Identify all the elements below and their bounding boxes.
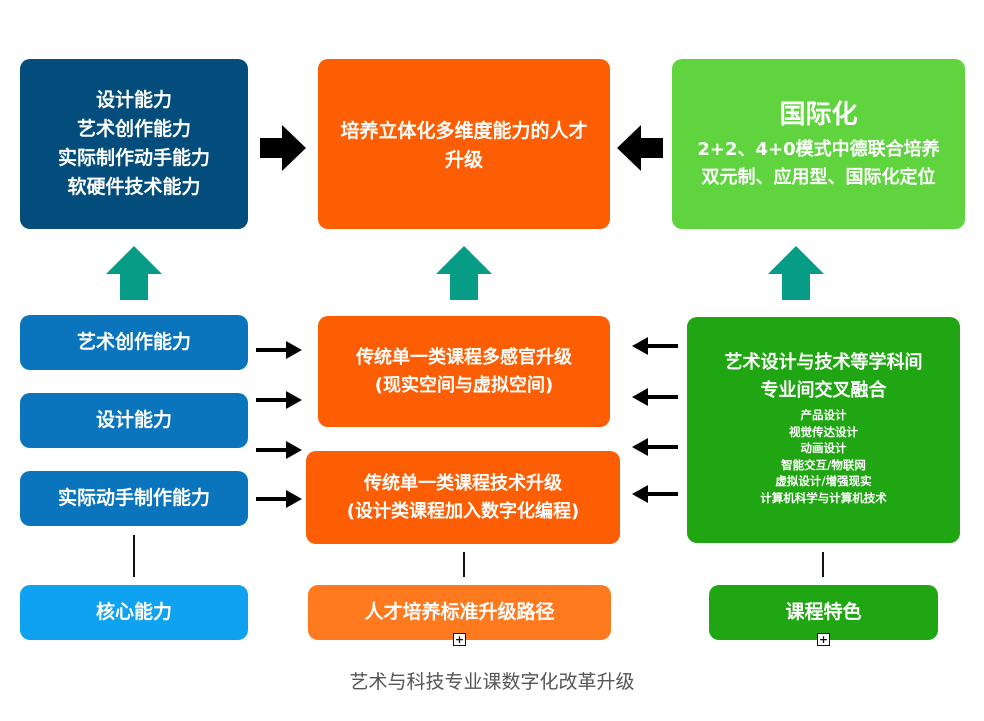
internationalization-line: 2+2、4+0模式中德联合培养 bbox=[697, 139, 940, 160]
talent-goal-line: 升级 bbox=[444, 149, 483, 171]
up-arrow-icon bbox=[768, 246, 824, 300]
ability-label: 实际动手制作能力 bbox=[57, 487, 210, 509]
core-abilities-label: 核心能力 bbox=[20, 585, 248, 640]
ability-box-hands-on: 实际动手制作能力 bbox=[20, 471, 248, 526]
talent-goal-box: 培养立体化多维度能力的人才 升级 bbox=[318, 59, 610, 229]
interdisciplinary-title: 艺术设计与技术等学科间 bbox=[724, 352, 923, 373]
left-arrow-icon bbox=[632, 337, 678, 355]
ability-label: 艺术创作能力 bbox=[76, 331, 191, 353]
label-text: 核心能力 bbox=[95, 601, 172, 623]
discipline-item: 虚拟设计/增强现实 bbox=[775, 474, 872, 488]
core-ability-line: 软硬件技术能力 bbox=[67, 176, 201, 198]
internationalization-box: 国际化 2+2、4+0模式中德联合培养 双元制、应用型、国际化定位 bbox=[672, 59, 965, 229]
ability-label: 设计能力 bbox=[95, 409, 172, 431]
expand-icon[interactable]: + bbox=[453, 633, 466, 646]
right-arrow-icon bbox=[260, 125, 306, 171]
discipline-item: 视觉传达设计 bbox=[789, 424, 858, 439]
internationalization-title: 国际化 bbox=[779, 100, 858, 130]
left-arrow-icon bbox=[632, 438, 678, 456]
label-text: 课程特色 bbox=[785, 601, 862, 623]
left-arrow-icon bbox=[617, 125, 663, 171]
discipline-item: 计算机科学与计算机技术 bbox=[760, 490, 887, 505]
discipline-item: 智能交互/物联网 bbox=[781, 457, 866, 472]
course-upgrade-line: 传统单一类课程技术升级 bbox=[364, 472, 562, 494]
expand-icon[interactable]: + bbox=[817, 633, 830, 646]
connector-line bbox=[463, 552, 465, 577]
course-upgrade-line: (现实空间与虚拟空间) bbox=[374, 374, 554, 396]
discipline-item: 动画设计 bbox=[800, 441, 847, 455]
interdisciplinary-box: 艺术设计与技术等学科间 专业间交叉融合 产品设计 视觉传达设计 动画设计 智能交… bbox=[687, 317, 960, 543]
upgrade-path-label: 人才培养标准升级路径 bbox=[308, 585, 611, 640]
label-text: 人才培养标准升级路径 bbox=[364, 601, 555, 623]
figure-caption: 艺术与科技专业课数字化改革升级 bbox=[349, 671, 635, 693]
course-features-label: 课程特色 bbox=[709, 585, 938, 640]
ability-box-design: 设计能力 bbox=[20, 393, 248, 448]
right-arrow-icon bbox=[256, 490, 302, 508]
right-arrow-icon bbox=[256, 341, 302, 359]
course-upgrade-line: (设计类课程加入数字化编程) bbox=[346, 500, 580, 522]
left-arrow-icon bbox=[632, 485, 678, 503]
up-arrow-icon bbox=[436, 246, 492, 300]
course-upgrade-sensory-box: 传统单一类课程多感官升级 (现实空间与虚拟空间) bbox=[318, 316, 610, 427]
core-ability-line: 实际制作动手能力 bbox=[57, 147, 210, 169]
core-ability-line: 设计能力 bbox=[95, 89, 172, 111]
connector-line bbox=[133, 535, 135, 577]
interdisciplinary-title: 专业间交叉融合 bbox=[760, 380, 887, 401]
core-abilities-box: 设计能力 艺术创作能力 实际制作动手能力 软硬件技术能力 bbox=[20, 59, 248, 229]
course-upgrade-tech-box: 传统单一类课程技术升级 (设计类课程加入数字化编程) bbox=[306, 451, 620, 544]
connector-line bbox=[822, 552, 824, 577]
up-arrow-icon bbox=[106, 246, 162, 300]
right-arrow-icon bbox=[256, 441, 302, 459]
internationalization-line: 双元制、应用型、国际化定位 bbox=[701, 167, 936, 188]
ability-box-art-creation: 艺术创作能力 bbox=[20, 315, 248, 370]
left-arrow-icon bbox=[632, 388, 678, 406]
talent-goal-line: 培养立体化多维度能力的人才 bbox=[340, 120, 588, 142]
course-upgrade-line: 传统单一类课程多感官升级 bbox=[356, 346, 572, 368]
discipline-item: 产品设计 bbox=[800, 408, 847, 422]
right-arrow-icon bbox=[256, 391, 302, 409]
core-ability-line: 艺术创作能力 bbox=[76, 118, 191, 140]
